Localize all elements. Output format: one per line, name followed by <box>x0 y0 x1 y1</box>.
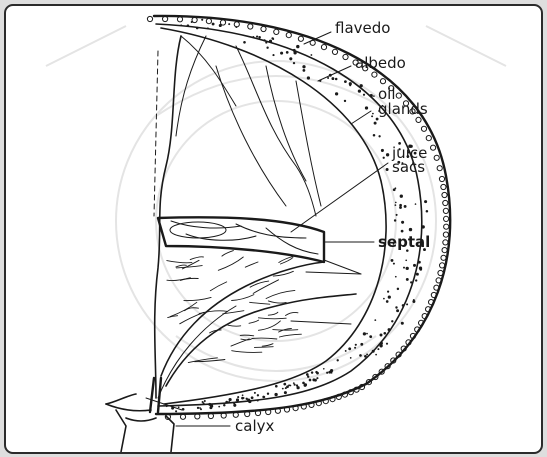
citrus-fruit-diagram: flavedo albedo oil glands juice sacs sep… <box>6 6 541 452</box>
label-septal: septal <box>378 233 430 251</box>
leader-flavedo <box>304 32 331 44</box>
label-flavedo: flavedo <box>335 19 390 37</box>
leader-oil-glands <box>351 111 371 124</box>
watermark-emblem <box>46 26 506 381</box>
label-juice-sacs-line2: sacs <box>392 158 425 176</box>
flavedo-outline <box>154 16 450 414</box>
label-albedo: albedo <box>355 54 406 72</box>
label-calyx: calyx <box>235 417 274 435</box>
diagram-frame: flavedo albedo oil glands juice sacs sep… <box>4 4 543 454</box>
label-oil-glands-line2: glands <box>378 100 428 118</box>
central-axis <box>154 51 158 216</box>
leader-juice-sacs <box>291 163 388 232</box>
